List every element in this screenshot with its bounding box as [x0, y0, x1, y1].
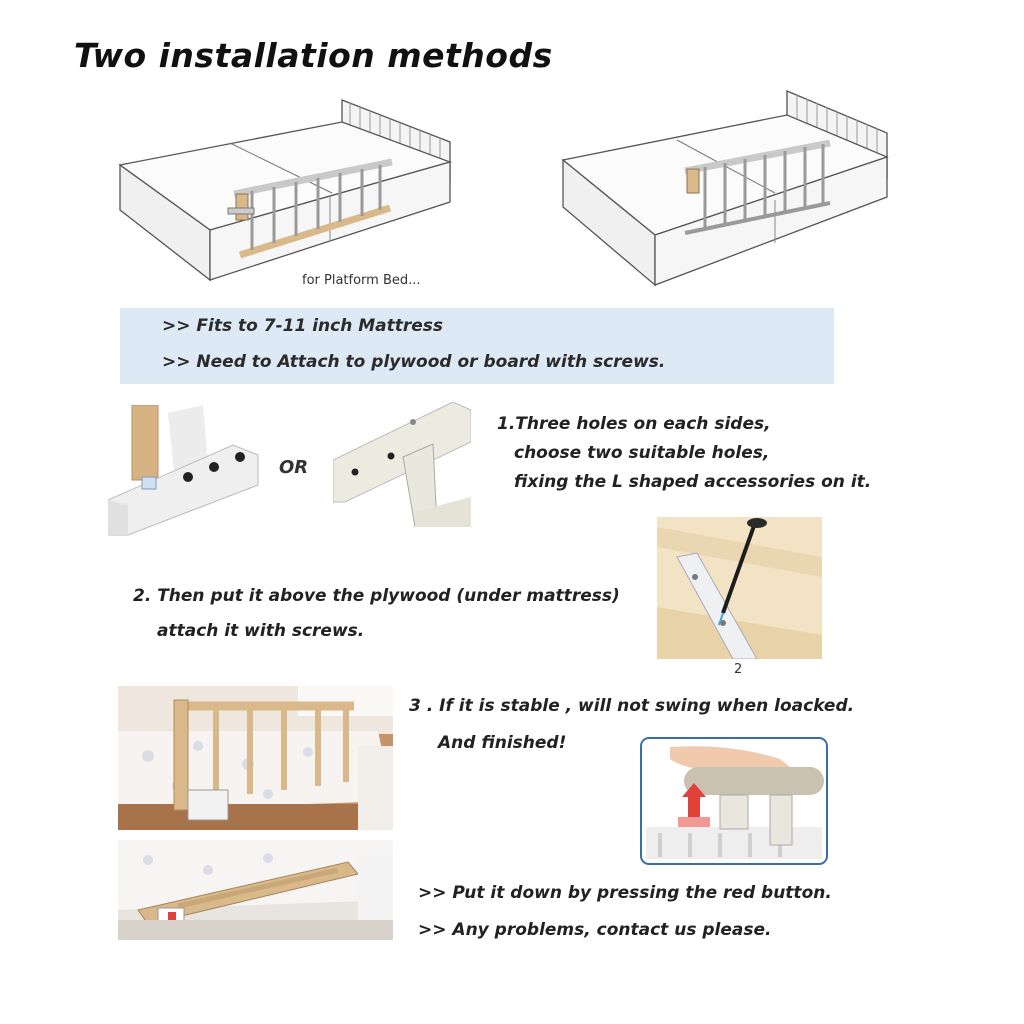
- screw-photo-label: 2: [734, 662, 743, 677]
- bed-caption: for Platform Bed...: [302, 273, 421, 288]
- tip-red-button: >> Put it down by pressing the red butto…: [418, 883, 832, 903]
- folded-rail-photo: [118, 840, 393, 940]
- step3-line2: And finished!: [438, 733, 567, 753]
- step2-line2: attach it with screws.: [157, 621, 365, 641]
- requirements-band: [120, 308, 834, 384]
- platform-bed-illustration-1: [118, 99, 453, 282]
- or-label: OR: [279, 457, 309, 478]
- tip-contact: >> Any problems, contact us please.: [418, 920, 772, 940]
- step2-line1: 2. Then put it above the plywood (under …: [133, 586, 620, 606]
- installed-rail-photo: [118, 686, 393, 830]
- page-title: Two installation methods: [74, 36, 553, 75]
- red-button-photo: [640, 737, 828, 865]
- step3-line1: 3 . If it is stable , will not swing whe…: [409, 696, 855, 716]
- step1-line3: fixing the L shaped accessories on it.: [514, 472, 872, 492]
- step1-line2: choose two suitable holes,: [514, 443, 770, 463]
- screw-plywood-photo: [657, 517, 822, 659]
- requirement-plywood: >> Need to Attach to plywood or board wi…: [162, 352, 666, 372]
- requirement-mattress: >> Fits to 7-11 inch Mattress: [162, 316, 444, 336]
- step1-line1: 1.Three holes on each sides,: [497, 414, 771, 434]
- bracket-photo-1: [108, 405, 268, 540]
- platform-bed-illustration-2: [561, 90, 889, 287]
- bracket-photo-2: [333, 402, 471, 527]
